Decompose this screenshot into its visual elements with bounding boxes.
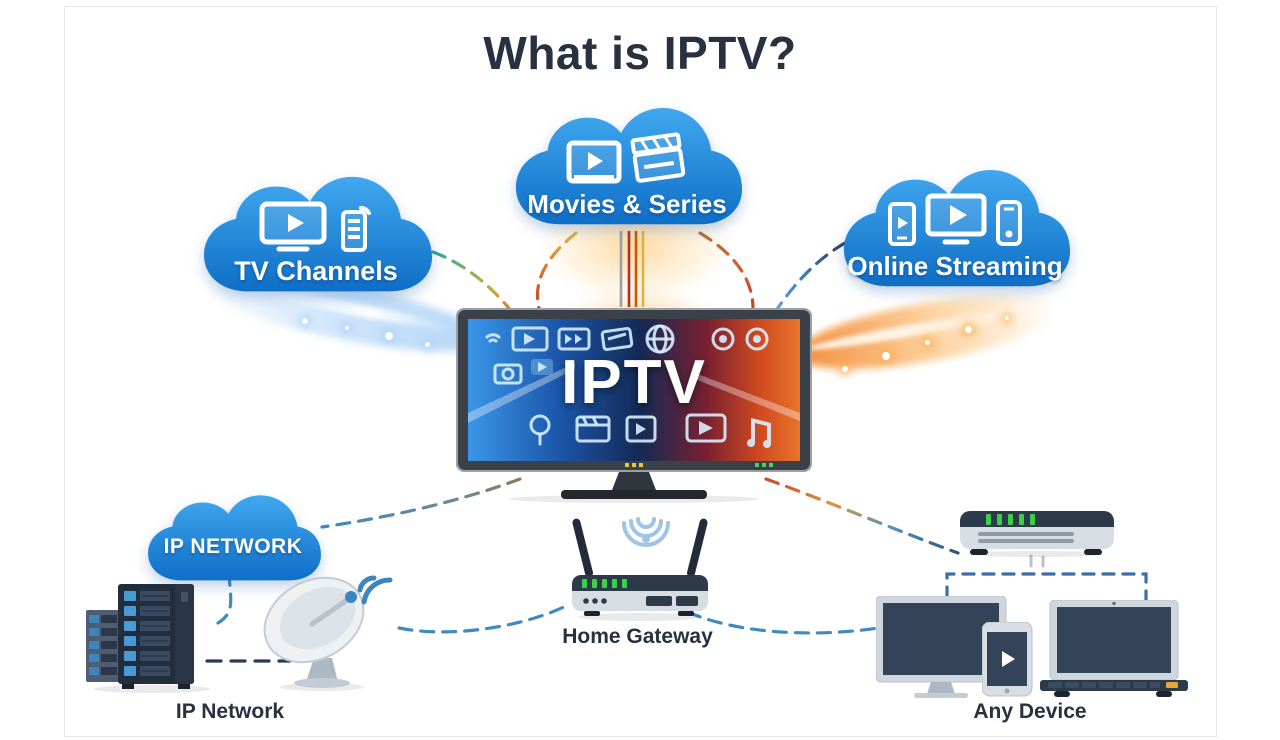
iptv-television: IPTV bbox=[455, 303, 813, 503]
cloud-label-online-streaming: Online Streaming bbox=[847, 251, 1063, 281]
link-streaming-tv bbox=[764, 241, 847, 328]
screen-mic-icon bbox=[711, 327, 735, 351]
link-router-monitor bbox=[686, 610, 880, 635]
desktop-monitor bbox=[876, 596, 1007, 698]
page-title: What is IPTV? bbox=[483, 27, 797, 79]
screen-globe-icon bbox=[645, 324, 675, 354]
satellite-dish bbox=[263, 575, 393, 691]
link-tv-settop bbox=[764, 477, 960, 555]
phone-play-icon bbox=[1002, 651, 1015, 667]
home-gateway-router bbox=[572, 517, 708, 621]
screen-video-icon bbox=[685, 413, 727, 443]
cloud-label-movies-series: Movies & Series bbox=[527, 189, 727, 219]
phone-icon bbox=[996, 200, 1022, 246]
monitor-play-icon bbox=[925, 193, 987, 245]
clapperboard-icon bbox=[630, 132, 686, 183]
tablet-play-icon bbox=[888, 202, 916, 246]
cloud-tv-channels: TV Channels bbox=[196, 175, 436, 299]
screen-send-icon bbox=[600, 327, 634, 351]
server-racks bbox=[86, 584, 210, 693]
tv-frame bbox=[456, 308, 812, 503]
cloud-shape bbox=[148, 495, 321, 581]
cloud-ip-network: IP NETWORK bbox=[142, 494, 324, 586]
smartphone bbox=[982, 622, 1033, 697]
bezel-leds bbox=[625, 463, 773, 467]
tv-play-icon bbox=[259, 201, 327, 252]
tv-stand-base bbox=[561, 490, 707, 499]
label-ip-network: IP Network bbox=[175, 700, 285, 723]
cloud-online-streaming: Online Streaming bbox=[836, 168, 1074, 294]
tv-screen-text: IPTV bbox=[561, 348, 707, 417]
screen-clapper-icon bbox=[575, 415, 611, 443]
video-player-icon bbox=[566, 140, 622, 184]
screen-camera-icon bbox=[745, 327, 769, 351]
tv-stand-neck bbox=[612, 472, 656, 490]
screen-music-icon bbox=[747, 418, 771, 448]
cloud-movies-series: Movies & Series bbox=[508, 106, 746, 232]
link-dish-router bbox=[397, 604, 568, 634]
screen-player-icon bbox=[511, 326, 549, 352]
screen-pin-icon bbox=[529, 414, 551, 446]
set-top-box bbox=[960, 511, 1114, 557]
screen-tablet-icon bbox=[625, 415, 657, 443]
cloud-shape bbox=[843, 169, 1071, 287]
link-tvchannels-tv bbox=[431, 250, 525, 328]
movies-tv-stripes bbox=[619, 231, 645, 307]
cloud-shape bbox=[515, 107, 743, 225]
cloud-label-tv-channels: TV Channels bbox=[234, 256, 398, 286]
label-home-gateway: Home Gateway bbox=[562, 625, 713, 648]
label-any-device: Any Device bbox=[973, 700, 1087, 723]
link-tv-ipcloud bbox=[320, 477, 522, 529]
link-settop-devices bbox=[945, 572, 1148, 603]
screen-wifi-icon bbox=[485, 333, 501, 343]
remote-icon bbox=[341, 206, 371, 252]
screen-play-small-icon bbox=[531, 359, 553, 375]
screen-skip-icon bbox=[557, 327, 591, 351]
screen-chat-icon bbox=[493, 363, 523, 385]
cloud-label-ip-network: IP NETWORK bbox=[163, 535, 303, 558]
dish-signal-icon bbox=[357, 575, 393, 605]
laptop bbox=[1040, 600, 1188, 697]
